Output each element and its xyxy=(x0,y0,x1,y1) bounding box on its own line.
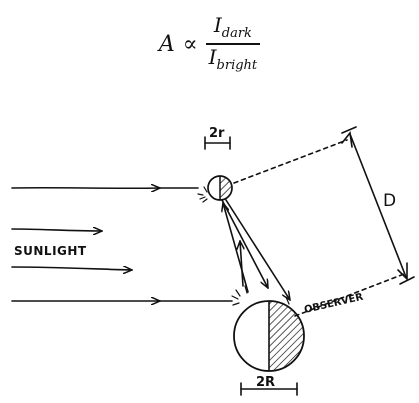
scatter-marks-small xyxy=(197,186,208,203)
sight-line-large-sphere xyxy=(294,273,405,317)
sunlight-label: SUNLIGHT xyxy=(14,244,87,258)
denominator-subscript: bright xyxy=(216,57,258,73)
formula-lhs: A xyxy=(158,31,175,57)
sight-line-small-sphere xyxy=(233,139,348,184)
formula-fraction: Idark Ibright xyxy=(205,14,261,74)
formula-numerator: Idark xyxy=(211,14,255,42)
reflected-ray-small-to-large xyxy=(221,199,268,288)
reflected-ray-return xyxy=(240,241,243,287)
sunlight-arrow-upper xyxy=(11,229,102,231)
reflected-ray-large-to-small xyxy=(223,203,249,293)
distance-label: D xyxy=(383,191,396,211)
denominator-symbol: I xyxy=(208,44,217,69)
observer-label: OBSERVER xyxy=(303,292,364,316)
numerator-symbol: I xyxy=(213,13,222,38)
large-sphere xyxy=(233,300,305,372)
large-sphere-size-label: 2R xyxy=(256,375,275,390)
formula-denominator: Ibright xyxy=(206,44,261,74)
small-sphere xyxy=(207,175,233,201)
sunlight-arrow-lower xyxy=(11,267,132,270)
incoming-ray-top xyxy=(11,188,199,189)
scatter-marks-large xyxy=(231,285,290,306)
sketch-diagram: 2r 2R D SUNLIGHT OBSERVER xyxy=(11,126,415,396)
proportional-symbol: ∝ xyxy=(182,31,198,57)
small-sphere-size-label: 2r xyxy=(209,126,225,141)
reflected-ray-small-to-observer xyxy=(225,199,290,300)
distance-arrow xyxy=(341,126,415,285)
large-sphere-scale-bar xyxy=(240,382,298,396)
small-sphere-scale-bar xyxy=(204,136,231,150)
numerator-subscript: dark xyxy=(221,26,252,42)
albedo-formula: A ∝ Idark Ibright xyxy=(0,0,419,88)
fraction-bar xyxy=(205,43,261,45)
